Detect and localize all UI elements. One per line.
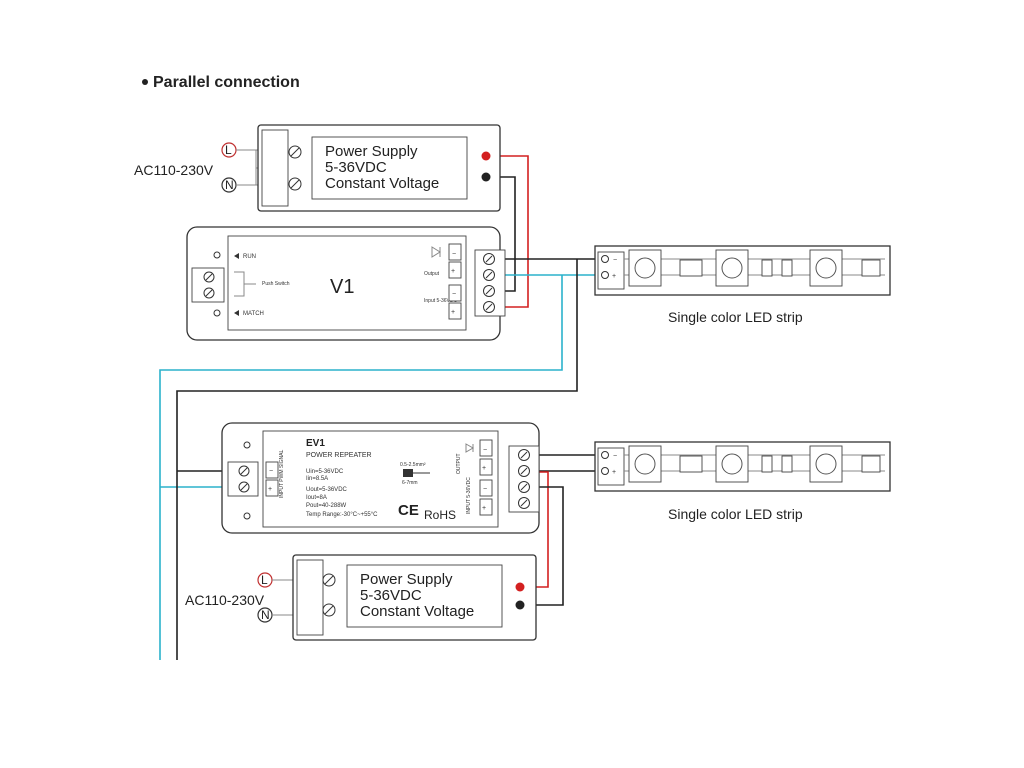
ev1-spec1: Uin=5-36VDC [306, 469, 344, 475]
positive-terminal-dot [481, 151, 491, 161]
strip-bottom-label: Single color LED strip [668, 506, 803, 522]
ev1-label-panel [262, 430, 499, 528]
ev1-strip-mm: 0.5-2.5mm² [400, 462, 426, 468]
led-diode-icon [465, 443, 475, 453]
ac-label-bottom: AC110-230V [185, 592, 265, 608]
v1-title: V1 [330, 276, 354, 298]
v1-label-panel [227, 235, 467, 331]
match-led-icon [234, 310, 239, 316]
svg-text:+: + [451, 309, 455, 316]
psu-top-line2: 5-36VDC [325, 159, 387, 176]
ev1-spec2: Iin=8.5A [306, 476, 328, 482]
v1-controller: RUN MATCH Push Switch V1 Output Input 5-… [186, 226, 506, 341]
svg-text:−: − [269, 468, 273, 475]
n-label-bottom: N [261, 608, 270, 622]
led-strip-bottom: − + Single color LED strip [594, 441, 891, 522]
run-led-icon [234, 253, 239, 259]
psu-bottom-line3: Constant Voltage [360, 603, 474, 620]
ev1-ce: CE [398, 502, 419, 519]
svg-text:+: + [268, 486, 272, 493]
ev1-strip-len: 6-7mm [402, 480, 418, 486]
psu-top-label-panel [311, 136, 468, 200]
psu-top-line3: Constant Voltage [325, 175, 439, 192]
ev1-spec5: Pout=40-288W [306, 503, 347, 509]
resistor-icon [679, 259, 703, 277]
wire-bottom-psu-negative [520, 486, 564, 606]
strip-bottom-plus: + [612, 469, 616, 476]
ac-label-top: AC110-230V [134, 162, 214, 178]
svg-text:−: − [452, 251, 456, 258]
ev1-spec3: Uout=5-36VDC [306, 487, 348, 493]
l-label-top: L [225, 143, 232, 157]
push-switch-icon [234, 271, 256, 297]
psu-top-line1: Power Supply [325, 143, 418, 160]
strip-top-label: Single color LED strip [668, 309, 803, 325]
v1-run: RUN [243, 254, 256, 260]
positive-terminal-dot [515, 582, 525, 592]
negative-terminal-dot [515, 600, 525, 610]
svg-text:−: − [483, 486, 487, 493]
ev1-output: OUTPUT [456, 453, 462, 474]
ev1-spec4: Iout=8A [306, 495, 327, 501]
svg-text:−: − [452, 291, 456, 298]
wire-signal-plus-trunk [159, 275, 563, 660]
psu-bottom-terminal-block [296, 559, 324, 636]
strip-bottom-minus: − [613, 453, 617, 460]
strip-top-plus: + [612, 273, 616, 280]
v1-output: Output [424, 271, 440, 277]
resistor-icon [861, 259, 881, 277]
svg-text:+: + [482, 465, 486, 472]
v1-match: MATCH [243, 311, 264, 317]
ev1-rohs: RoHS [424, 508, 456, 522]
l-label-bottom: L [261, 573, 268, 587]
v1-input: Input 5-36VDC [424, 298, 457, 304]
ev1-title: EV1 [306, 438, 325, 449]
power-supply-top: AC110-230V L N Power Supply 5-36VDC Cons… [134, 124, 501, 212]
resistor-icon [861, 455, 881, 473]
psu-bottom-line2: 5-36VDC [360, 587, 422, 604]
ev1-spec6: Temp Range:-30°C~+55°C [306, 512, 378, 518]
ev1-repeater: − + INPUT PWM SIGNAL EV1 POWER REPEATER … [221, 422, 540, 534]
ev1-input-vdc: INPUT 5-36VDC [466, 477, 472, 514]
ev1-subtitle: POWER REPEATER [306, 452, 372, 459]
ev1-input-pwm: INPUT PWM SIGNAL [279, 450, 285, 498]
resistor-icon [679, 455, 703, 473]
svg-text:+: + [451, 268, 455, 275]
power-supply-bottom: AC110-230V L N Power Supply 5-36VDC Cons… [185, 554, 537, 641]
heading: Parallel connection [153, 74, 300, 91]
wire-top-psu-positive [486, 155, 529, 308]
psu-top-terminal-block [261, 129, 289, 207]
strip-top-minus: − [613, 257, 617, 264]
led-strip-top: − + Single color LED strip [594, 245, 891, 325]
wire-strip-icon [403, 469, 413, 477]
n-label-top: N [225, 178, 234, 192]
psu-bottom-line1: Power Supply [360, 571, 453, 588]
psu-bottom-label-panel [346, 564, 503, 628]
v1-push-switch: Push Switch [262, 281, 290, 287]
heading-bullet [142, 79, 148, 85]
led-diode-icon [431, 246, 441, 258]
wire-signal-minus-trunk [176, 259, 578, 660]
negative-terminal-dot [481, 172, 491, 182]
svg-text:−: − [483, 447, 487, 454]
svg-text:+: + [482, 505, 486, 512]
